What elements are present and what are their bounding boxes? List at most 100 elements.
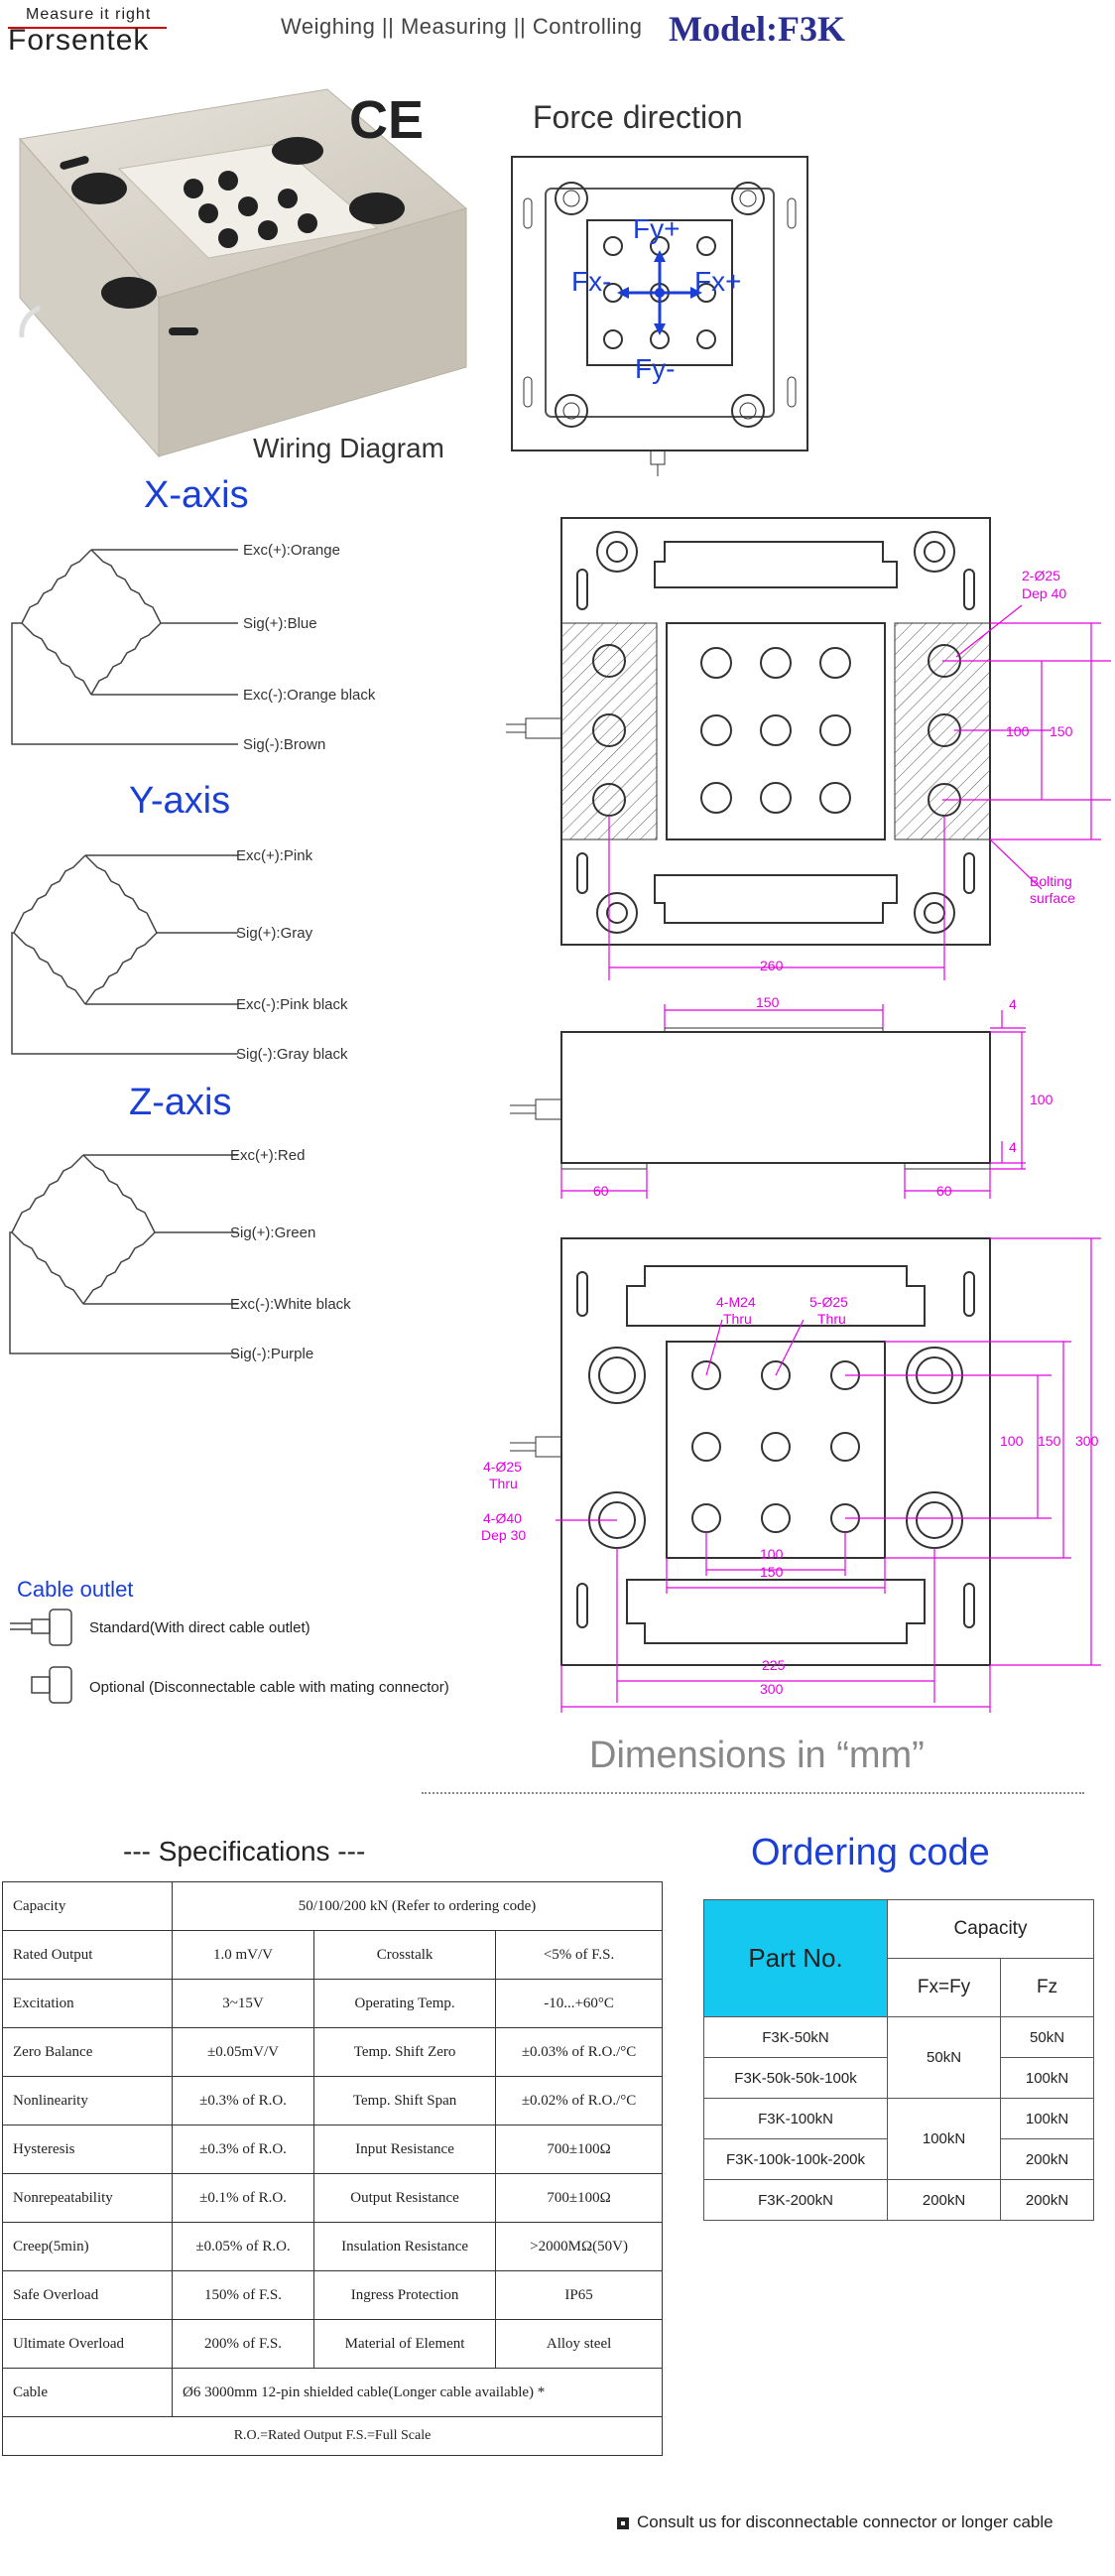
spec-value: IP65 bbox=[495, 2270, 663, 2320]
spec-value: Alloy steel bbox=[495, 2319, 663, 2369]
spec-label: Rated Output bbox=[2, 1930, 173, 1980]
x-axis-bridge bbox=[11, 549, 238, 745]
product-photo bbox=[19, 88, 468, 458]
spec-value: ±0.3% of R.O. bbox=[171, 2125, 315, 2174]
footer-note: Consult us for disconnectable connector … bbox=[617, 2512, 1053, 2532]
part-number: F3K-200kN bbox=[703, 2179, 888, 2221]
fx-minus-label: Fx- bbox=[571, 266, 612, 297]
spec-label: Excitation bbox=[2, 1979, 173, 2028]
z-axis-bridge bbox=[9, 1154, 238, 1354]
specifications-table: Capacity 50/100/200 kN (Refer to orderin… bbox=[2, 1881, 663, 2456]
table-row: F3K-50k-50k-100k 100kN bbox=[703, 2057, 1094, 2099]
top-dim-150: 150 bbox=[1050, 723, 1073, 739]
spec-value: >2000MΩ(50V) bbox=[495, 2222, 663, 2271]
table-row: Part No. Capacity bbox=[703, 1899, 1094, 2017]
fxfy-value: 100kN bbox=[886, 2098, 1002, 2180]
bottom-dim-150h: 150 bbox=[760, 1564, 784, 1580]
bottom-dim-300h: 300 bbox=[760, 1681, 784, 1697]
bottom-m24-2: Thru bbox=[723, 1311, 752, 1327]
side-dim-4a: 4 bbox=[1009, 996, 1017, 1012]
cable-optional-label: Optional (Disconnectable cable with mati… bbox=[89, 1679, 449, 1696]
spec-value: ±0.05% of R.O. bbox=[171, 2222, 315, 2271]
spec-value: -10...+60°C bbox=[495, 1979, 663, 2028]
y-sig-minus-label: Sig(-):Gray black bbox=[236, 1046, 348, 1063]
dotted-separator bbox=[422, 1792, 1084, 1794]
y-exc-minus-label: Exc(-):Pink black bbox=[236, 996, 348, 1013]
table-row: Hysteresis ±0.3% of R.O. Input Resistanc… bbox=[2, 2125, 663, 2174]
z-exc-plus-label: Exc(+):Red bbox=[230, 1147, 306, 1164]
bottom-dim-100v: 100 bbox=[1000, 1433, 1024, 1449]
cable-standard-label: Standard(With direct cable outlet) bbox=[89, 1619, 310, 1636]
table-row: Excitation 3~15V Operating Temp. -10...+… bbox=[2, 1979, 663, 2028]
spec-label: Input Resistance bbox=[313, 2125, 497, 2174]
spec-label: Nonrepeatability bbox=[2, 2173, 173, 2223]
x-sig-minus-label: Sig(-):Brown bbox=[243, 736, 326, 753]
part-number: F3K-50kN bbox=[703, 2016, 888, 2058]
spec-value: ±0.1% of R.O. bbox=[171, 2173, 315, 2223]
fz-value: 200kN bbox=[1000, 2179, 1094, 2221]
bottom-dim-300v: 300 bbox=[1075, 1433, 1099, 1449]
spec-label: Material of Element bbox=[313, 2319, 497, 2369]
y-axis-title: Y-axis bbox=[129, 780, 231, 822]
fz-value: 100kN bbox=[1000, 2098, 1094, 2139]
fz-value: 200kN bbox=[1000, 2138, 1094, 2180]
table-row: Cable Ø6 3000mm 12-pin shielded cable(Lo… bbox=[2, 2368, 663, 2417]
y-axis-bridge bbox=[11, 854, 238, 1055]
spec-label: Temp. Shift Zero bbox=[313, 2027, 497, 2077]
part-no-header: Part No. bbox=[703, 1899, 888, 2017]
spec-value: Ø6 3000mm 12-pin shielded cable(Longer c… bbox=[172, 2368, 663, 2417]
spec-label: Ultimate Overload bbox=[2, 2319, 173, 2369]
spec-value: ±0.05mV/V bbox=[171, 2027, 315, 2077]
spec-label: Output Resistance bbox=[313, 2173, 497, 2223]
spec-value: ±0.03% of R.O./°C bbox=[495, 2027, 663, 2077]
fz-header: Fz bbox=[1000, 1958, 1094, 2017]
cable-outlet-icons bbox=[10, 1609, 72, 1704]
side-view-drawing bbox=[510, 1004, 1026, 1199]
y-exc-plus-label: Exc(+):Pink bbox=[236, 847, 313, 864]
bottom-dim-100h: 100 bbox=[760, 1546, 784, 1562]
spec-footnote: R.O.=Rated Output F.S.=Full Scale bbox=[2, 2416, 663, 2456]
spec-label: Operating Temp. bbox=[313, 1979, 497, 2028]
top-bolting-2: surface bbox=[1030, 890, 1075, 906]
spec-value: ±0.3% of R.O. bbox=[171, 2076, 315, 2125]
fz-value: 100kN bbox=[1000, 2057, 1094, 2099]
spec-label: Temp. Shift Span bbox=[313, 2076, 497, 2125]
top-bolting-1: Bolting bbox=[1030, 873, 1072, 889]
spec-label: Crosstalk bbox=[313, 1930, 497, 1980]
spec-value: 700±100Ω bbox=[495, 2125, 663, 2174]
spec-value: <5% of F.S. bbox=[495, 1930, 663, 1980]
table-row: Ultimate Overload 200% of F.S. Material … bbox=[2, 2319, 663, 2369]
z-axis-title: Z-axis bbox=[129, 1082, 232, 1123]
fy-minus-label: Fy- bbox=[635, 353, 676, 384]
fy-plus-label: Fy+ bbox=[633, 213, 681, 244]
bottom-d25-2: Thru bbox=[817, 1311, 846, 1327]
top-dim-260: 260 bbox=[760, 958, 784, 973]
spec-label: Safe Overload bbox=[2, 2270, 173, 2320]
part-number: F3K-100kN bbox=[703, 2098, 888, 2139]
x-exc-minus-label: Exc(-):Orange black bbox=[243, 687, 376, 704]
footer-note-text: Consult us for disconnectable connector … bbox=[637, 2512, 1053, 2531]
table-row: R.O.=Rated Output F.S.=Full Scale bbox=[2, 2416, 663, 2456]
spec-label: Hysteresis bbox=[2, 2125, 173, 2174]
fxfy-value: 200kN bbox=[886, 2179, 1002, 2221]
table-row: Nonlinearity ±0.3% of R.O. Temp. Shift S… bbox=[2, 2076, 663, 2125]
table-row: Zero Balance ±0.05mV/V Temp. Shift Zero … bbox=[2, 2027, 663, 2077]
bottom-left-3: 4-Ø40 bbox=[483, 1510, 522, 1526]
capacity-header: Capacity bbox=[887, 1899, 1094, 1959]
force-direction-title: Force direction bbox=[533, 99, 743, 135]
spec-value: 150% of F.S. bbox=[171, 2270, 315, 2320]
brand-tagline: Measure it right bbox=[26, 6, 152, 23]
z-sig-minus-label: Sig(-):Purple bbox=[230, 1346, 314, 1362]
fxfy-header: Fx=Fy bbox=[886, 1958, 1002, 2017]
bottom-view-drawing bbox=[510, 1237, 1101, 1713]
spec-value: ±0.02% of R.O./°C bbox=[495, 2076, 663, 2125]
side-dim-4b: 4 bbox=[1009, 1139, 1017, 1155]
bottom-d25-1: 5-Ø25 bbox=[809, 1294, 848, 1310]
spec-label: Nonlinearity bbox=[2, 2076, 173, 2125]
wiring-diagram-title: Wiring Diagram bbox=[253, 433, 444, 463]
table-row: F3K-200kN 200kN 200kN bbox=[703, 2179, 1094, 2221]
side-dim-100: 100 bbox=[1030, 1092, 1053, 1107]
ce-mark: CE bbox=[349, 90, 425, 150]
y-sig-plus-label: Sig(+):Gray bbox=[236, 925, 313, 942]
fx-plus-label: Fx+ bbox=[694, 266, 742, 297]
